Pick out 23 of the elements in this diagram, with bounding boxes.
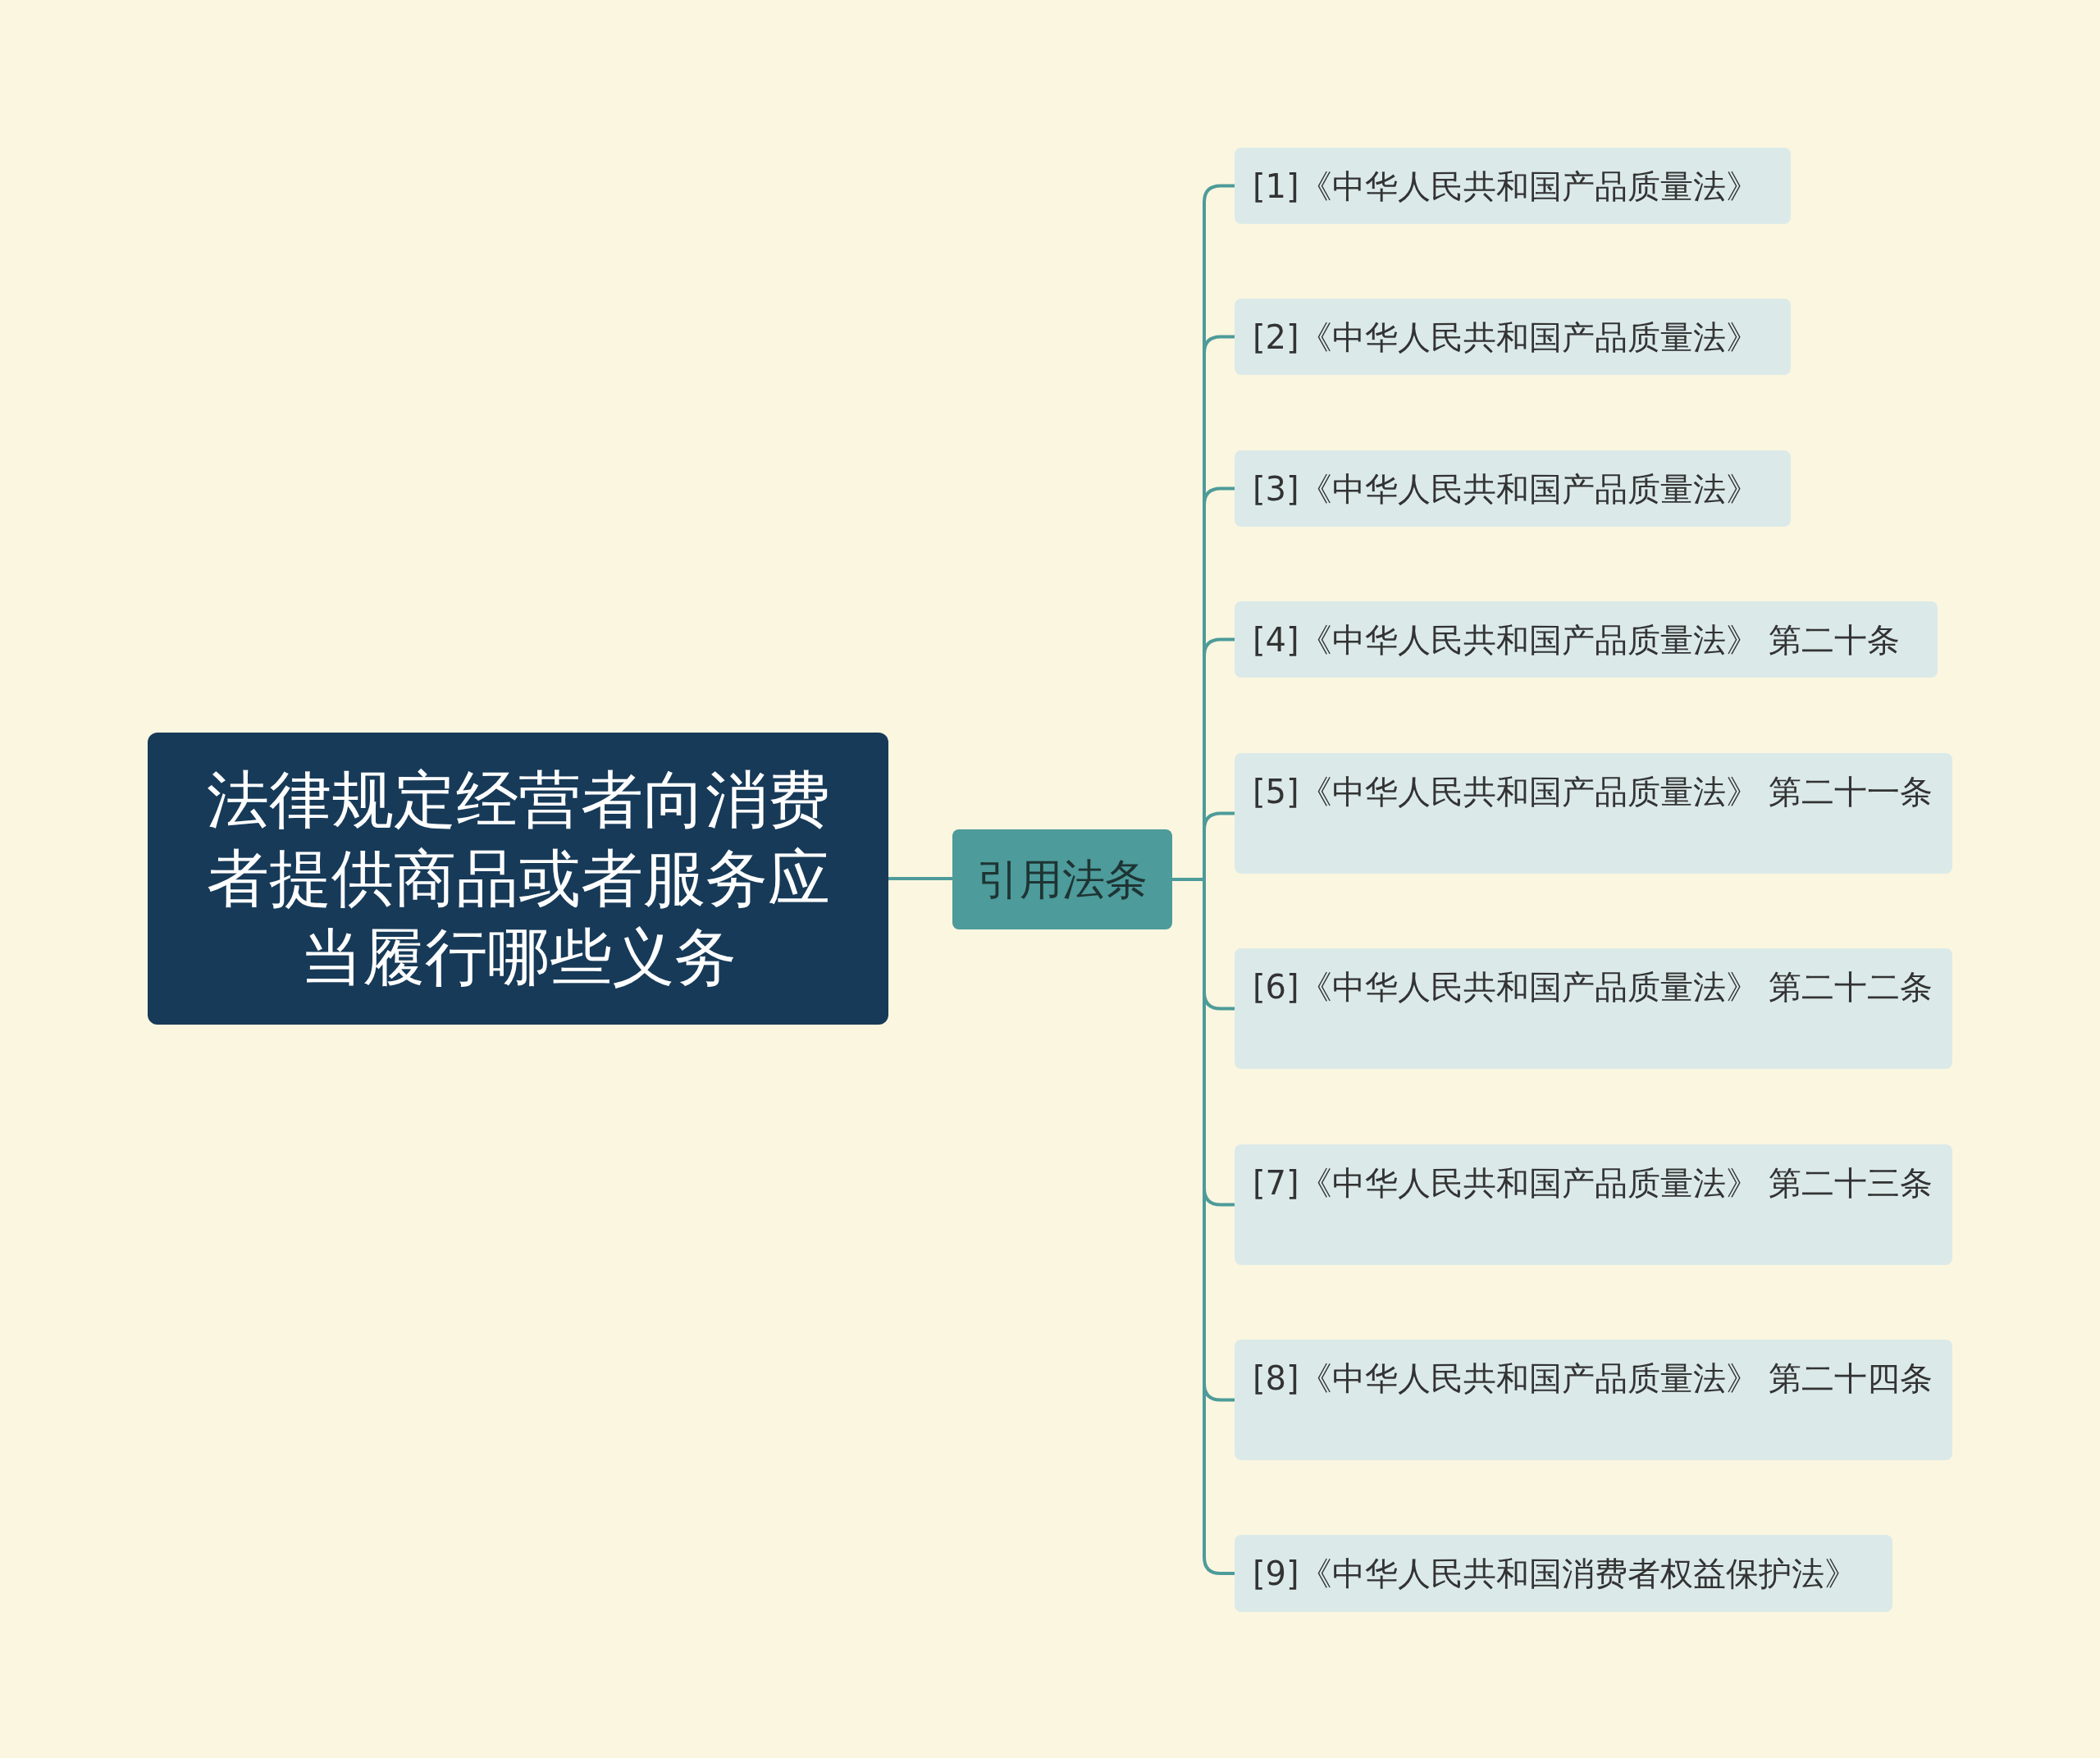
- topic-text: [1]《中华人民共和国产品质量法》: [1253, 167, 1759, 207]
- topic-text: [8]《中华人民共和国产品质量法》 第二十四条: [1253, 1358, 1933, 1399]
- connector-line: [888, 877, 952, 880]
- topic-text: [5]《中华人民共和国产品质量法》 第二十一条: [1253, 772, 1933, 812]
- topic-text: [3]《中华人民共和国产品质量法》: [1253, 469, 1759, 509]
- leaf-topic-box: [1235, 450, 1791, 527]
- leaf-topic-box: [1235, 1340, 1952, 1460]
- leaf-topic-box: [1235, 148, 1791, 224]
- topic-text: 法律规定经营者向消费者提供商品或者服务应当履行哪些义务: [205, 762, 831, 995]
- leaf-topic-box: [1235, 753, 1952, 874]
- leaf-topic-box: [1235, 1535, 1892, 1612]
- topic-text: [9]《中华人民共和国消费者权益保护法》: [1253, 1554, 1857, 1594]
- leaf-topic-box: [1235, 299, 1791, 375]
- leaf-topic-box: [1235, 1144, 1952, 1265]
- root-topic-box: [148, 733, 888, 1025]
- branch-topic-box: [952, 829, 1172, 929]
- leaf-topic-box: [1235, 601, 1938, 678]
- topic-text: [2]《中华人民共和国产品质量法》: [1253, 317, 1759, 358]
- topic-text: [6]《中华人民共和国产品质量法》 第二十二条: [1253, 967, 1933, 1007]
- leaf-topic-box: [1235, 948, 1952, 1069]
- topic-text: [4]《中华人民共和国产品质量法》 第二十条: [1253, 620, 1901, 660]
- topic-text: 引用法条: [977, 854, 1148, 906]
- topic-text: [7]《中华人民共和国产品质量法》 第二十三条: [1253, 1163, 1933, 1203]
